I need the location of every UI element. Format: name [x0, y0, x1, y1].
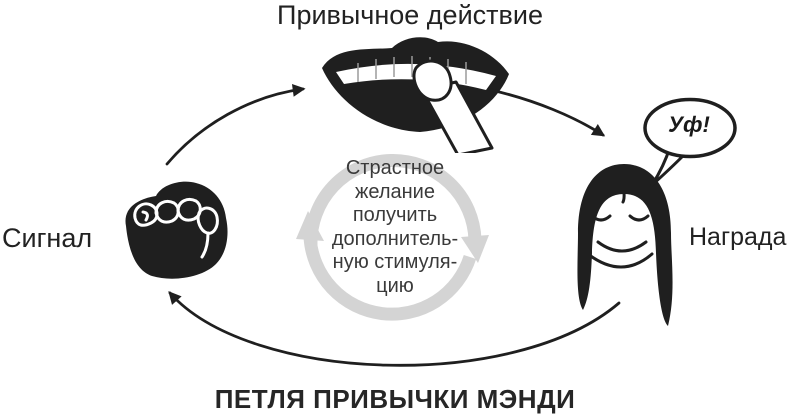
clenched-fist-icon [125, 181, 228, 279]
speech-bubble-text: Уф! [668, 112, 710, 137]
diagram-caption: ПЕТЛЯ ПРИВЫЧКИ МЭНДИ [214, 384, 576, 414]
craving-line: желание [355, 180, 435, 203]
speech-bubble-icon [643, 97, 737, 187]
reward-label: Награда [689, 223, 787, 251]
craving-text: Страстное желание получить дополнитель- … [303, 157, 487, 298]
craving-line: Страстное [345, 157, 445, 179]
habitual-action-label: Привычное действие [277, 0, 543, 30]
nail-biting-mouth-icon [322, 37, 509, 153]
woman-face-icon [577, 164, 673, 326]
craving-line: ную стимуля- [332, 251, 458, 273]
craving-line: цию [376, 274, 414, 297]
cue-label: Сигнал [2, 223, 93, 253]
craving-line: получить [352, 204, 438, 226]
craving-line: дополнитель- [331, 227, 459, 250]
